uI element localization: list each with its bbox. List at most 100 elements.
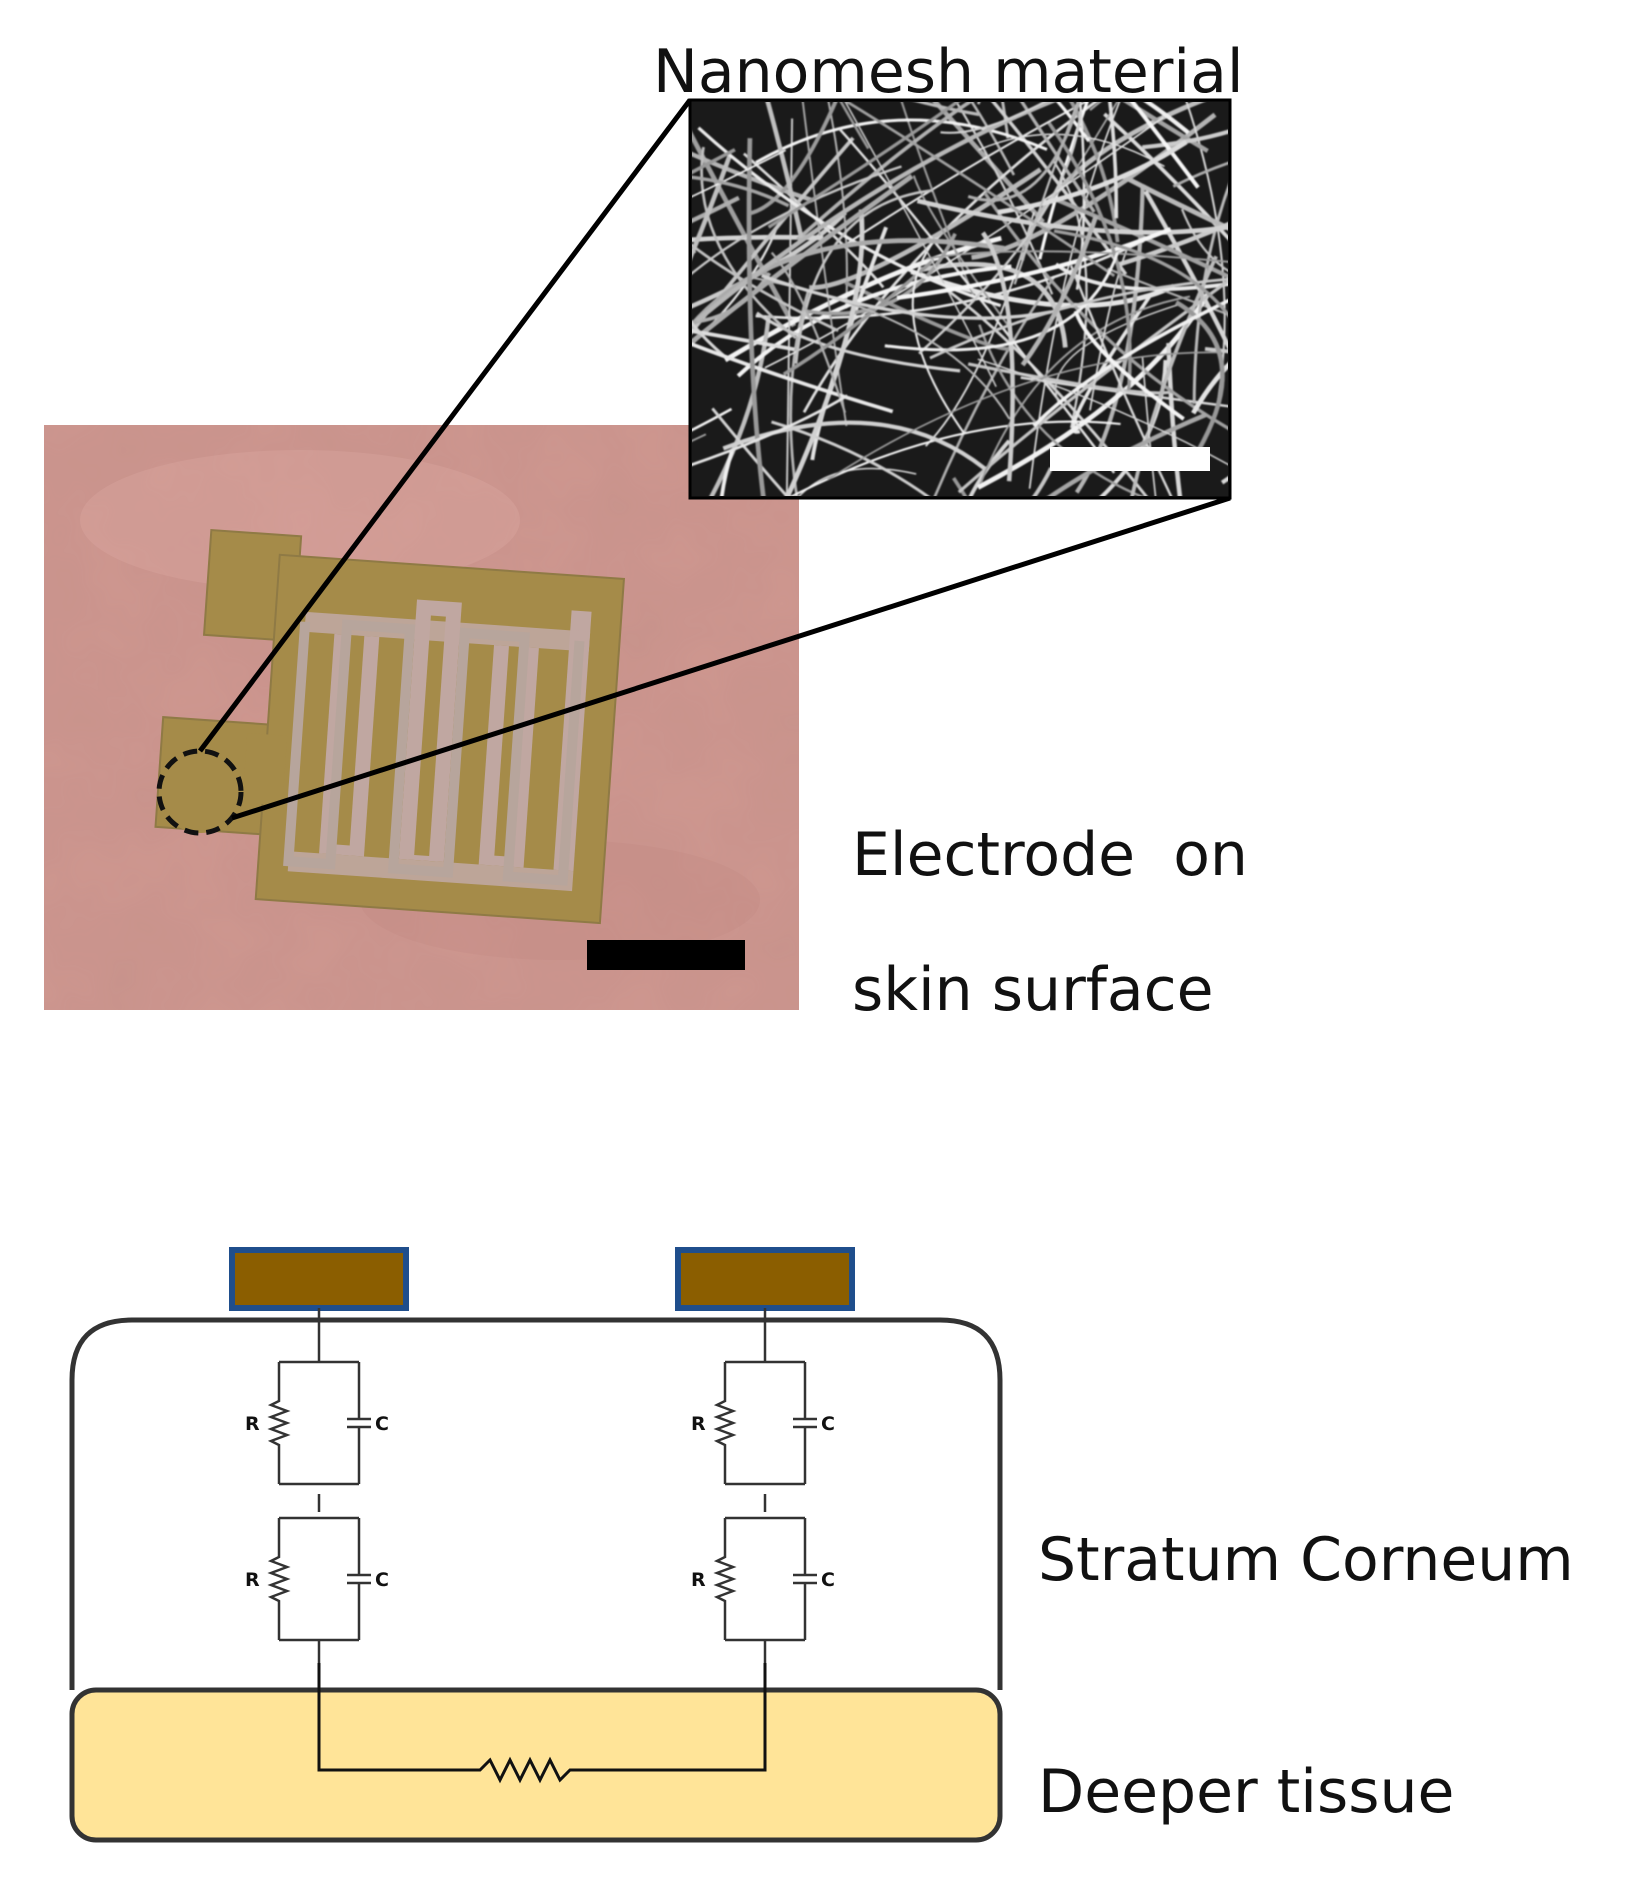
nanofiber [722,420,987,471]
rc-element [267,1516,371,1642]
nanofiber [804,232,957,316]
nanofiber [952,476,968,496]
nanofiber [841,102,1088,248]
nanofiber [1069,264,1173,496]
nanofiber [748,102,838,216]
nanofiber [884,252,1119,352]
nanofiber [1054,262,1228,292]
nanofiber [1175,300,1225,453]
nanofiber [1054,304,1178,403]
zoom-line-bottom [231,495,1231,821]
nanofiber [692,394,849,467]
zoom-region-circle [156,748,244,836]
photo-scale-bar [587,940,745,970]
nanofiber [692,154,732,260]
nanofiber [967,102,1081,202]
nanofiber [926,250,1228,263]
nanofiber [764,116,1164,369]
nanofiber [968,439,1011,496]
electrode-label-line2: skin surface [852,955,1214,1025]
nanofiber [827,351,1219,481]
nanofiber [979,295,1191,484]
nanofiber [844,102,1116,277]
nanofiber [1107,267,1228,316]
nanofiber [746,138,766,496]
electrode-pad-right [675,1247,855,1311]
rc-element [267,1360,371,1486]
nanofiber [932,102,1045,224]
nanofiber [1068,102,1119,181]
nanofiber [1089,245,1130,411]
sem-scale-bar [1050,447,1210,471]
nanomesh-label: Nanomesh material [653,37,1244,107]
nanomesh-inset [688,98,1232,500]
nanofiber [839,102,870,150]
nanofiber [700,146,797,340]
nanofiber [1032,298,1228,428]
nanofiber [692,136,855,335]
nanofiber [692,234,824,243]
nanofiber [692,248,697,255]
nanofiber [771,420,930,496]
nanofiber [767,102,960,229]
nanofiber [997,139,1188,215]
nanofiber [692,151,814,203]
nanofiber [844,280,1014,351]
nanofiber [971,112,1217,260]
resistor-label: R [245,1569,260,1591]
nanofiber [790,420,1121,496]
nanofiber [782,258,936,376]
nanofiber [743,152,885,289]
nanofiber [940,102,1047,134]
nanofiber [1166,342,1183,496]
nanofiber [1220,476,1228,485]
tissue-resistor-wire [317,1663,767,1784]
nanofiber [1047,412,1208,496]
nanofiber [692,149,787,198]
resistor-label: R [691,1569,706,1591]
zoom-line-top [198,98,692,753]
capacitor-label: C [821,1413,835,1435]
nanofiber [911,237,966,435]
nanofiber [1204,347,1228,354]
resistor-label: R [691,1413,706,1435]
nanofiber [1130,102,1200,189]
nanofiber [692,174,914,346]
nanofiber [912,175,1010,327]
rc-element [713,1360,817,1486]
nanofiber [692,329,795,352]
nanofiber [692,175,790,208]
nanofiber [844,102,997,388]
nanofiber [1056,102,1091,143]
capacitor-label: C [375,1569,389,1591]
electrode-pad-left [229,1247,409,1311]
nanofiber [692,321,726,358]
nanofiber [692,238,1005,329]
nanofiber [967,362,1175,395]
electrode-label-line1: Electrode on [852,820,1248,890]
deeper-tissue-label: Deeper tissue [1038,1757,1454,1827]
nanofiber [770,251,847,414]
deeper-tissue-layer [69,1687,1003,1843]
nanofiber [1013,102,1079,285]
nanofiber [692,195,740,224]
rc-element [713,1516,817,1642]
nanofiber [755,118,1048,164]
stratum-corneum-layer [69,1317,1003,1690]
nanofiber [765,102,804,239]
circuit-branch-right: R C R C [691,1308,835,1663]
nanofiber [1108,102,1119,219]
nanofiber [761,274,1052,320]
capacitor-label: C [375,1413,389,1435]
nanofiber [1123,102,1209,153]
skin-circuit-diagram: R C R C R C R C [69,1247,1003,1843]
nanofiber [794,189,934,364]
nanofiber [1122,174,1228,231]
nanofiber [796,102,973,241]
nanofiber [1191,362,1228,415]
nanofiber [692,243,839,332]
stratum-corneum-label: Stratum Corneum [1038,1525,1574,1595]
nanofiber [1038,102,1089,260]
nanofiber [978,133,1165,168]
capacitor-label: C [821,1569,835,1591]
